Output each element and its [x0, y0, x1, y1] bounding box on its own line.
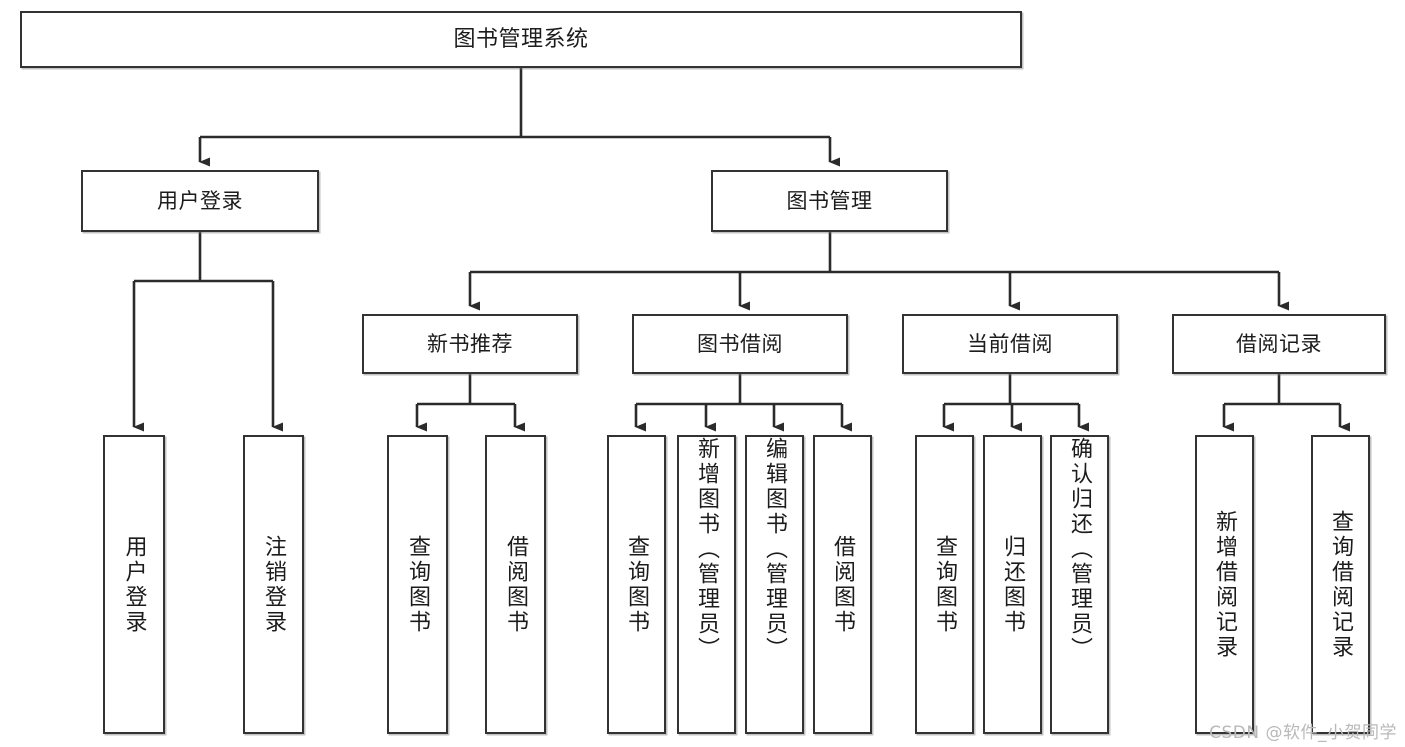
node-leaf-query-book-1-label: 查询图书 [405, 534, 431, 635]
node-leaf-query-book-2-label: 查询图书 [624, 534, 650, 635]
node-leaf-add-record[interactable]: 新增借阅记录 [1195, 435, 1254, 734]
node-leaf-query-book-2[interactable]: 查询图书 [607, 435, 666, 734]
node-leaf-confirm-return-label: 确认归还（管理员） [1067, 437, 1093, 662]
node-current-borrow-label: 当前借阅 [967, 331, 1053, 356]
node-leaf-user-login[interactable]: 用户登录 [103, 435, 165, 734]
node-leaf-query-record[interactable]: 查询借阅记录 [1311, 435, 1370, 734]
node-leaf-edit-book-label: 编辑图书（管理员） [762, 437, 788, 662]
node-new-book-rec[interactable]: 新书推荐 [362, 314, 578, 374]
node-leaf-query-record-label: 查询借阅记录 [1328, 509, 1354, 660]
node-leaf-query-book-1[interactable]: 查询图书 [387, 435, 448, 734]
node-new-book-rec-label: 新书推荐 [427, 331, 513, 356]
node-leaf-borrow-book-2-label: 借阅图书 [830, 534, 856, 635]
node-leaf-add-book[interactable]: 新增图书（管理员） [677, 435, 736, 734]
node-leaf-return-book[interactable]: 归还图书 [983, 435, 1042, 734]
node-user-login-label: 用户登录 [157, 188, 243, 213]
node-leaf-edit-book[interactable]: 编辑图书（管理员） [745, 435, 804, 734]
node-book-manage-label: 图书管理 [786, 188, 873, 213]
node-leaf-return-book-label: 归还图书 [1000, 534, 1026, 635]
node-book-borrow[interactable]: 图书借阅 [632, 314, 848, 374]
node-leaf-query-book-3[interactable]: 查询图书 [915, 435, 974, 734]
node-leaf-borrow-book-2[interactable]: 借阅图书 [813, 435, 872, 734]
csdn-watermark: CSDN @软件_小贺同学 [1209, 723, 1397, 743]
node-leaf-add-record-label: 新增借阅记录 [1212, 509, 1238, 660]
node-leaf-user-logout-label: 注销登录 [261, 534, 287, 635]
node-borrow-record[interactable]: 借阅记录 [1172, 314, 1386, 374]
node-leaf-user-login-label: 用户登录 [121, 534, 147, 635]
node-leaf-add-book-label: 新增图书（管理员） [694, 437, 720, 662]
node-borrow-record-label: 借阅记录 [1236, 331, 1322, 356]
node-book-borrow-label: 图书借阅 [697, 331, 783, 356]
node-user-login[interactable]: 用户登录 [81, 170, 319, 232]
node-leaf-query-book-3-label: 查询图书 [932, 534, 958, 635]
node-leaf-confirm-return[interactable]: 确认归还（管理员） [1050, 435, 1109, 734]
node-root-label: 图书管理系统 [453, 26, 589, 52]
node-current-borrow[interactable]: 当前借阅 [902, 314, 1118, 374]
node-leaf-borrow-book-1[interactable]: 借阅图书 [485, 435, 546, 734]
node-root[interactable]: 图书管理系统 [20, 11, 1022, 68]
node-leaf-user-logout[interactable]: 注销登录 [243, 435, 304, 734]
node-leaf-borrow-book-1-label: 借阅图书 [503, 534, 529, 635]
node-book-manage[interactable]: 图书管理 [711, 170, 948, 232]
